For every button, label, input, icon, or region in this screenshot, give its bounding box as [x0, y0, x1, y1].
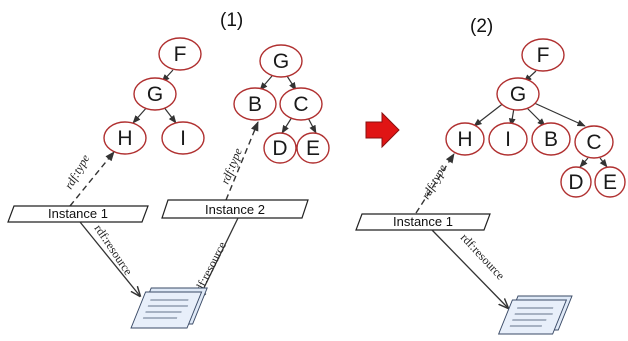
svg-text:Instance 2: Instance 2 — [205, 202, 265, 217]
svg-text:D: D — [272, 137, 287, 160]
instance-1-box-panel1: Instance 1 — [7, 205, 149, 223]
transition-arrow-icon — [365, 111, 400, 149]
svg-text:H: H — [117, 127, 132, 150]
svg-text:Instance 1: Instance 1 — [48, 206, 108, 221]
node-h-panel2: H — [445, 122, 485, 156]
tree-panel2-edges — [473, 70, 608, 168]
svg-text:E: E — [603, 171, 617, 194]
svg-text:G: G — [510, 83, 526, 106]
rdf-type-label-instance1: rdf:type — [61, 151, 92, 191]
svg-text:F: F — [537, 44, 550, 67]
node-d-panel2: D — [560, 166, 592, 198]
rdf-resource-label-panel2: rdf:resource — [458, 230, 508, 282]
svg-text:I: I — [180, 127, 186, 150]
node-g-panel1-tree-b: G — [259, 44, 303, 78]
rdf-type-arrow-instance2 — [225, 121, 259, 201]
svg-text:F: F — [174, 43, 187, 66]
node-g-panel2: G — [496, 77, 540, 111]
rdf-resource-arrow-instance2 — [198, 217, 239, 300]
node-f-panel2: F — [521, 38, 565, 72]
svg-text:E: E — [306, 137, 320, 160]
panel-2-label: (2) — [470, 16, 493, 37]
node-b-panel1: B — [233, 87, 277, 121]
instance-1-box-panel2: Instance 1 — [355, 213, 491, 231]
svg-text:C: C — [293, 93, 308, 116]
svg-text:Instance 1: Instance 1 — [393, 214, 453, 229]
rdf-type-arrow-panel2 — [415, 153, 455, 214]
node-g-panel1: G — [133, 77, 177, 111]
panel-1-label: (1) — [220, 10, 243, 31]
document-icon-panel2 — [497, 295, 573, 335]
instance-2-box-panel1: Instance 2 — [161, 199, 309, 219]
rdf-type-arrow-instance1 — [69, 151, 115, 207]
node-i-panel2: I — [488, 122, 528, 156]
node-c-panel1: C — [279, 87, 323, 121]
node-c-panel2: C — [574, 125, 614, 159]
document-icon — [130, 287, 208, 329]
node-b-panel2: B — [531, 122, 571, 156]
node-d-panel1: D — [263, 132, 297, 164]
node-i-panel1: I — [161, 121, 205, 155]
svg-text:G: G — [147, 83, 163, 106]
node-e-panel1: E — [296, 132, 330, 164]
svg-text:H: H — [457, 128, 472, 151]
rdf-resource-arrow-panel2 — [431, 229, 508, 308]
rdf-type-label-instance2: rdf:type — [218, 145, 245, 186]
svg-text:G: G — [273, 50, 289, 73]
svg-text:B: B — [544, 128, 558, 151]
svg-text:I: I — [505, 128, 511, 151]
node-h-panel1: H — [103, 121, 147, 155]
rdf-type-label-panel2: rdf:type — [418, 161, 449, 201]
rdf-resource-label-instance1: rdf:resource — [92, 222, 136, 278]
svg-text:B: B — [248, 93, 262, 116]
svg-text:C: C — [586, 131, 601, 154]
node-f-panel1: F — [158, 37, 202, 71]
svg-text:D: D — [568, 171, 583, 194]
rdf-resource-arrow-instance1 — [79, 221, 140, 296]
node-e-panel2: E — [594, 166, 626, 198]
